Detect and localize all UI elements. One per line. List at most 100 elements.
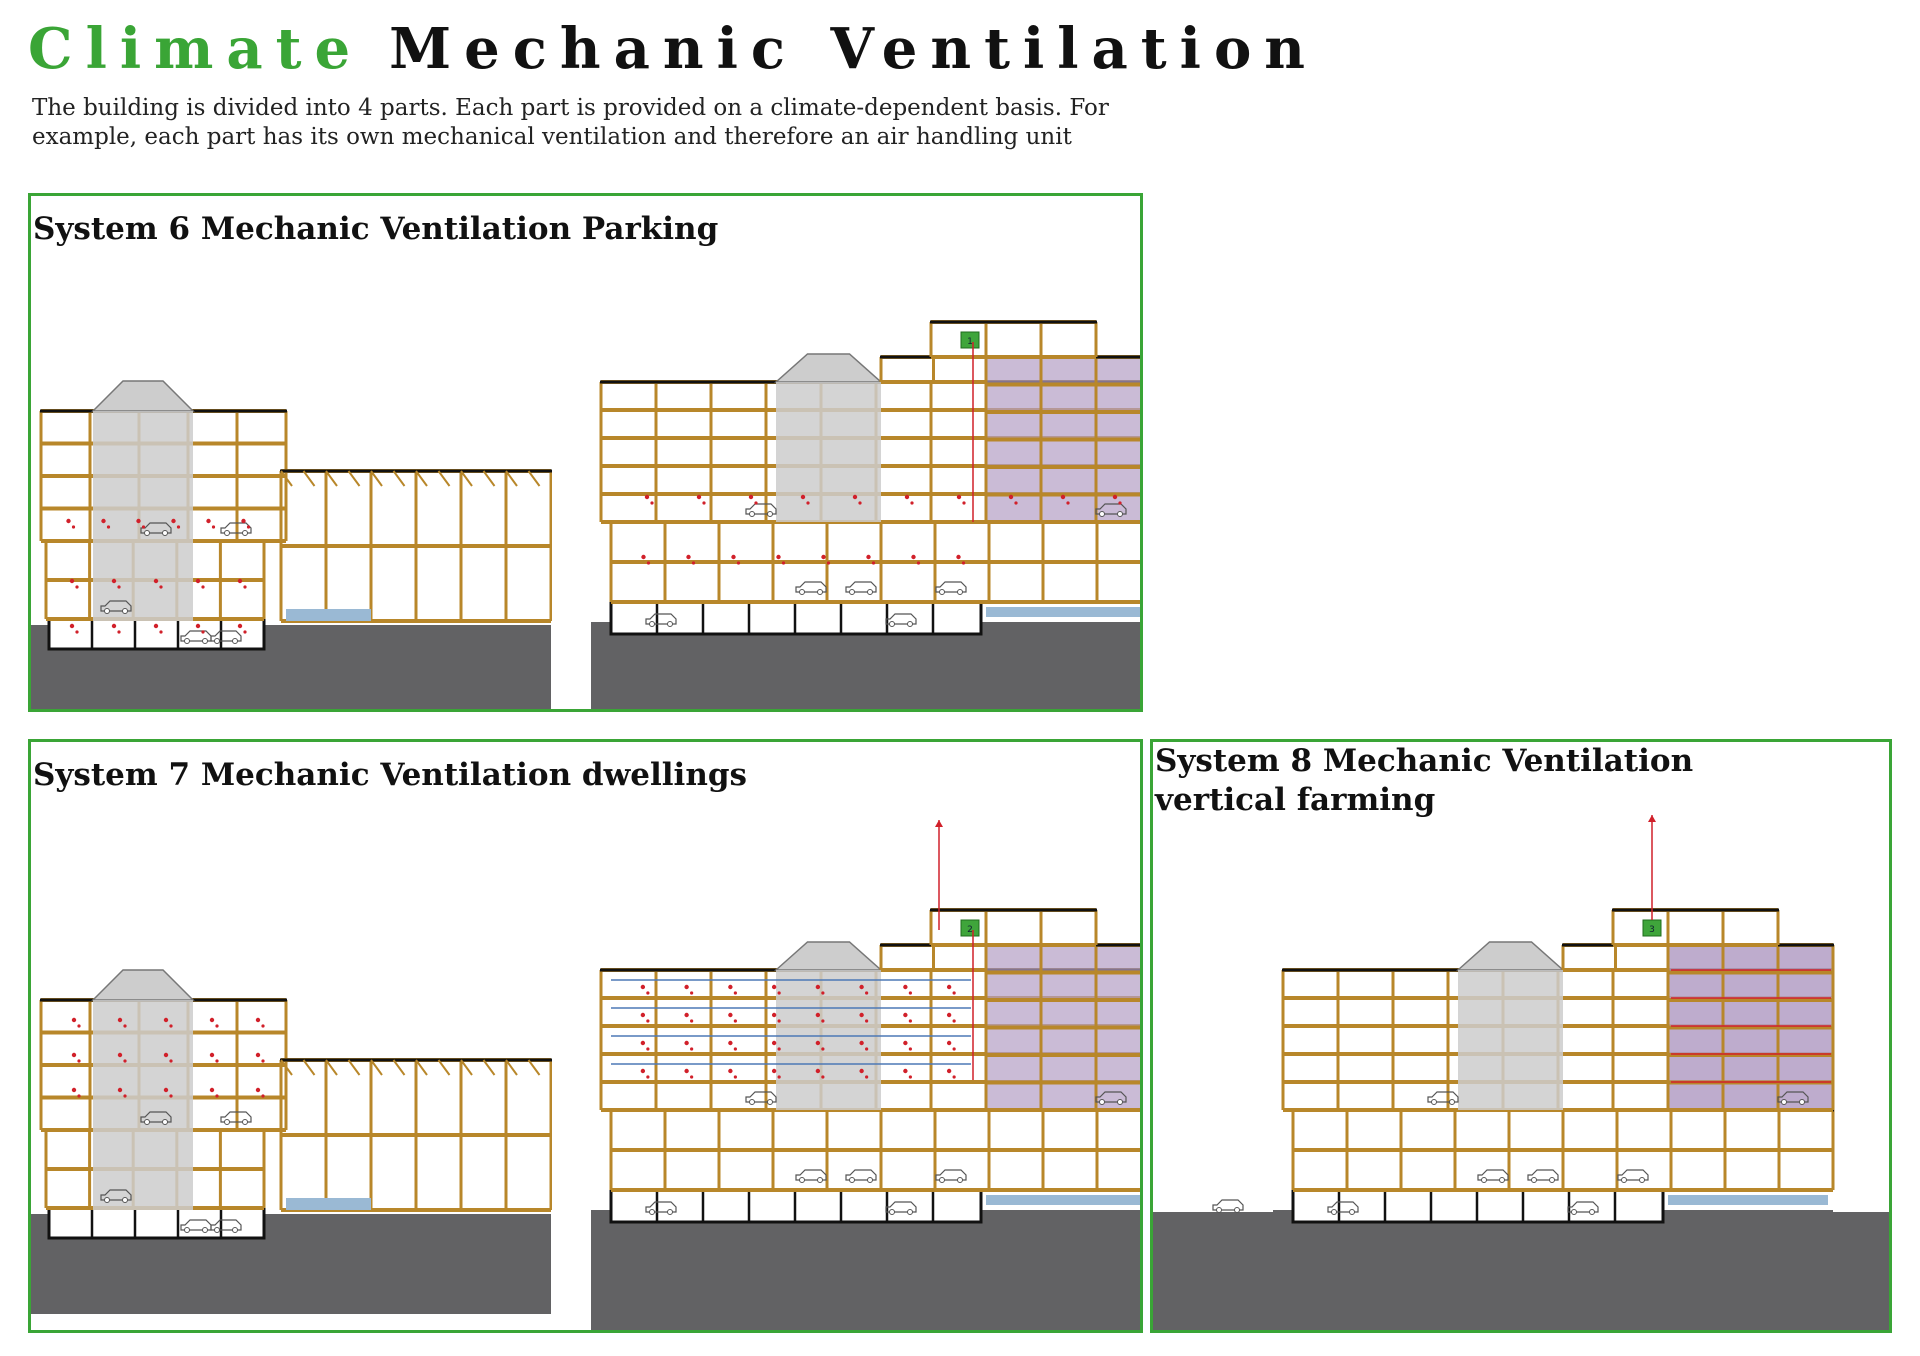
- car-wheel: [1781, 1099, 1787, 1105]
- car-wheel: [1449, 1099, 1455, 1105]
- truss-diagonal: [437, 470, 451, 487]
- car-wheel: [1349, 1209, 1355, 1215]
- car-icon: [885, 1201, 917, 1213]
- air-diffuser: [171, 518, 176, 524]
- air-diffuser: [209, 1087, 215, 1093]
- car-icon: [1095, 503, 1127, 515]
- air-diffuser: [243, 585, 247, 589]
- air-diffuser: [75, 585, 79, 589]
- car-wheel: [939, 1177, 945, 1183]
- air-diffuser: [1060, 494, 1066, 500]
- car-wheel: [889, 1209, 895, 1215]
- air-diffuser: [728, 984, 733, 990]
- air-diffuser: [754, 501, 758, 505]
- car-wheel: [1589, 1209, 1595, 1215]
- air-diffuser: [903, 984, 908, 990]
- air-diffuser: [826, 561, 831, 565]
- air-diffuser: [952, 1075, 956, 1079]
- car-wheel: [867, 1177, 873, 1183]
- car-icon: [1327, 1201, 1359, 1213]
- car-wheel: [1481, 1177, 1487, 1183]
- air-diffuser: [733, 1019, 737, 1023]
- air-diffuser: [946, 984, 952, 990]
- air-diffuser: [261, 1024, 265, 1028]
- air-diffuser: [916, 561, 921, 565]
- car-wheel: [749, 1099, 755, 1105]
- car-wheel: [1099, 1099, 1105, 1105]
- ground: [591, 622, 1140, 709]
- air-diffuser: [728, 1012, 733, 1018]
- air-diffuser: [255, 1017, 261, 1023]
- car-icon: [1477, 1169, 1509, 1181]
- truss-diagonal: [347, 1059, 361, 1076]
- car-wheel: [122, 608, 128, 614]
- car-wheel: [749, 511, 755, 517]
- air-diffuser: [952, 991, 956, 995]
- truss-diagonal: [302, 1059, 316, 1076]
- truss-diagonal: [482, 1059, 496, 1076]
- basement: [47, 617, 266, 651]
- air-diffuser: [201, 630, 205, 634]
- air-diffuser: [956, 494, 962, 500]
- air-diffuser: [169, 1024, 173, 1028]
- air-diffuser: [1066, 501, 1070, 505]
- air-diffuser: [123, 1094, 127, 1098]
- air-diffuser: [75, 630, 79, 634]
- air-diffuser: [163, 1017, 169, 1023]
- car-icon: [885, 613, 917, 625]
- section-diagram-system-8: 3: [1153, 815, 1889, 1330]
- car-wheel: [849, 589, 855, 595]
- panel-title-line: System 8 Mechanic Ventilation: [1155, 743, 1694, 779]
- air-handling-unit-label: 1: [967, 337, 973, 347]
- air-diffuser: [806, 501, 810, 505]
- car-wheel: [1331, 1209, 1337, 1215]
- air-diffuser: [946, 1040, 952, 1046]
- car-wheel: [242, 1119, 248, 1125]
- car-wheel: [1531, 1177, 1537, 1183]
- air-diffuser: [123, 1059, 127, 1063]
- air-diffuser: [733, 1047, 737, 1051]
- air-diffuser: [646, 1019, 650, 1023]
- air-diffuser: [646, 1047, 650, 1051]
- car-icon: [935, 1169, 967, 1181]
- air-diffuser: [690, 991, 694, 995]
- truss-diagonal: [325, 1059, 338, 1076]
- car-wheel: [649, 1209, 655, 1215]
- air-diffuser: [733, 1075, 737, 1079]
- car-icon: [745, 503, 777, 515]
- air-diffuser: [255, 1087, 261, 1093]
- car-wheel: [939, 589, 945, 595]
- air-diffuser: [640, 984, 646, 990]
- car-wheel: [162, 1119, 168, 1125]
- air-diffuser: [815, 1040, 821, 1046]
- air-diffuser: [215, 1094, 219, 1098]
- truss-diagonal: [370, 1059, 383, 1076]
- air-diffuser: [255, 1052, 261, 1058]
- air-diffuser: [246, 525, 251, 529]
- car-icon: [220, 1111, 252, 1123]
- air-diffuser: [777, 991, 781, 995]
- exhaust-arrow-icon: [1648, 815, 1656, 822]
- atrium-void: [93, 1000, 193, 1210]
- car-wheel: [144, 1119, 150, 1125]
- air-diffuser: [690, 1075, 694, 1079]
- air-diffuser: [684, 984, 689, 990]
- air-diffuser: [106, 525, 111, 529]
- car-wheel: [667, 1209, 673, 1215]
- car-wheel: [1799, 1099, 1805, 1105]
- air-diffuser: [169, 1059, 173, 1063]
- car-wheel: [957, 589, 963, 595]
- air-diffuser: [800, 494, 806, 500]
- car-wheel: [1431, 1099, 1437, 1105]
- air-diffuser: [731, 554, 736, 560]
- air-diffuser: [684, 1040, 689, 1046]
- car-wheel: [104, 608, 110, 614]
- car-wheel: [1639, 1177, 1645, 1183]
- air-diffuser: [261, 1094, 265, 1098]
- air-diffuser: [209, 1017, 215, 1023]
- air-diffuser: [859, 1012, 864, 1018]
- truss-diagonal: [370, 470, 383, 487]
- car-icon: [645, 1201, 677, 1213]
- air-handling-unit-label: 2: [967, 925, 973, 935]
- water-basin: [286, 609, 371, 621]
